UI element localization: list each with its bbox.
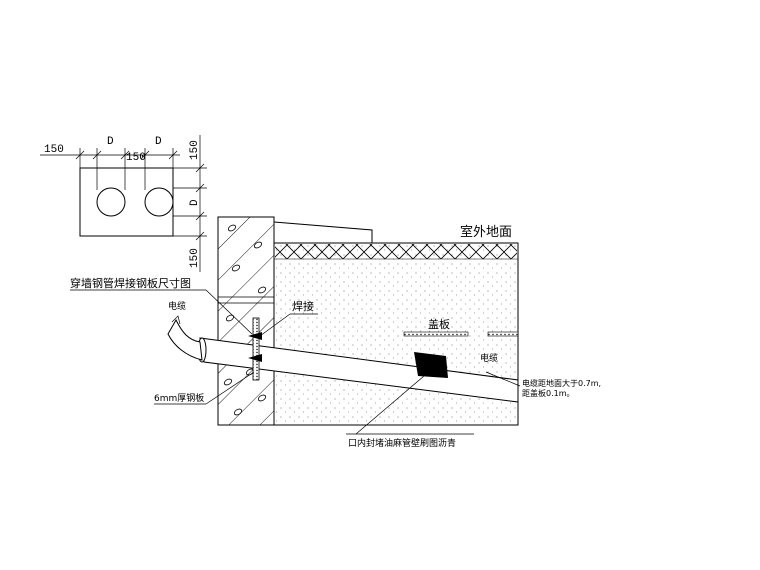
steel-plate-leader [205,371,255,405]
dim-pipe-d1: D [107,136,114,148]
depth-note-leader [485,371,521,387]
dim-pipe-d-vertical: D [189,199,201,206]
pipe-hole-left [96,187,126,217]
steel-plate-outline [79,167,174,237]
welded-steel-plate [248,317,262,381]
vertical-dimension: 150 D 150 [173,135,207,272]
seal-note-label: 口内封堵油麻管壁刷图沥青 [348,437,456,449]
cover-plates [403,331,519,337]
dim-left-margin: 150 [44,144,64,156]
horizontal-dimension: 150 D 150 D [40,136,180,190]
steel-plate-label: 6mm厚钢板 [154,392,204,404]
cover-plate-label: 盖板 [428,317,450,331]
dim-pipe-gap: 150 [126,152,146,164]
outdoor-ground-label: 室外地面 [460,224,512,240]
dim-pipe-d2: D [155,136,162,148]
seal-plug [414,352,448,378]
cable-right-label: 电缆 [480,352,498,364]
depth-note-line-2: 距盖板0.1m。 [522,388,575,398]
plate-size-title: 穿墙钢管焊接钢板尺寸图 [70,276,191,290]
weld-label: 焊接 [292,299,314,313]
cable-pipe [167,315,519,403]
concrete-wall [217,216,275,426]
seal-leader [355,375,425,435]
plate-title-leader [205,289,253,335]
weld-leader [259,313,291,337]
pipe-hole-right [144,187,174,217]
soil-region [273,221,519,426]
depth-note-line-1: 电缆距地面大于0.7m, [522,378,601,388]
plate-size-detail: 150 D 150 D 150 D 150 [40,135,207,272]
dim-bottom-margin: 150 [189,248,201,268]
dim-top-margin: 150 [189,140,201,160]
cable-left-label: 电缆 [168,300,186,312]
